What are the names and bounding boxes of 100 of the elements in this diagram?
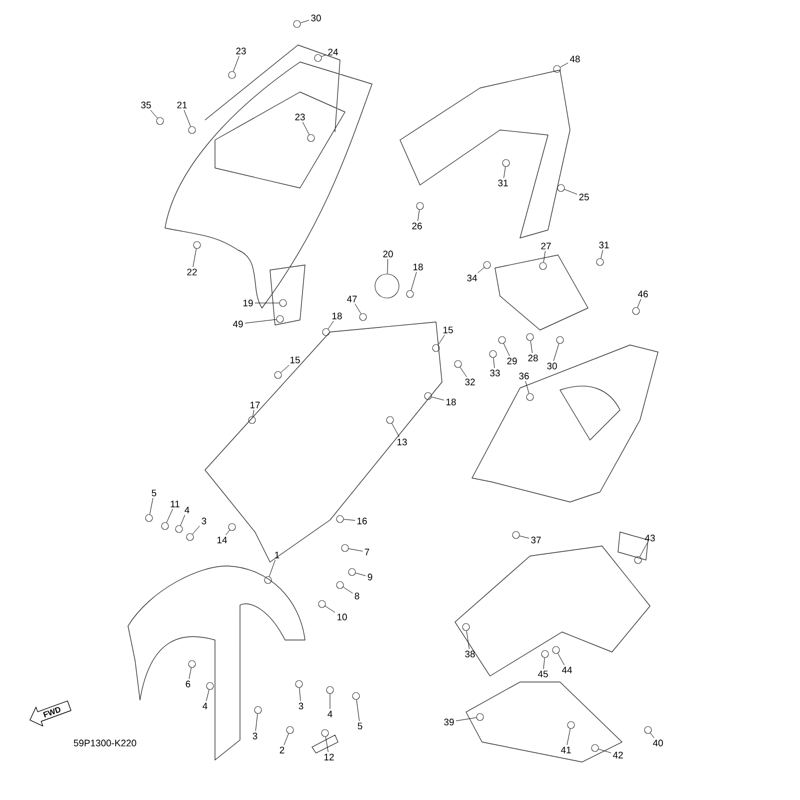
leader-line [504, 166, 506, 178]
leader-line [543, 250, 546, 262]
callout-number: 30 [547, 362, 557, 370]
leader-line [553, 343, 560, 362]
callout-number: 20 [383, 250, 393, 258]
callout-number: 36 [519, 372, 529, 380]
callout-number: 46 [638, 290, 648, 298]
fastener-drawing [318, 600, 326, 608]
callout-number: 18 [413, 264, 423, 270]
callout-number: 42 [612, 752, 623, 758]
fastener-drawing [193, 241, 201, 249]
fastener-drawing [186, 533, 194, 541]
fastener-drawing [322, 328, 330, 336]
fastener-drawing [314, 54, 322, 62]
fastener-drawing [156, 117, 164, 125]
leader-line [564, 189, 578, 195]
callout-number: 33 [490, 370, 500, 376]
leader-line [344, 519, 356, 521]
callout-number: 15 [443, 326, 453, 334]
fastener-drawing [541, 650, 549, 658]
callout-number: 15 [290, 356, 300, 364]
leader-line [348, 548, 363, 552]
leader-line [387, 258, 388, 274]
leader-line [558, 653, 565, 666]
leader-line [324, 606, 336, 613]
fastener-drawing [386, 416, 394, 424]
leader-line [355, 572, 366, 576]
leader-line [252, 410, 254, 417]
fastener-drawing [286, 726, 294, 734]
leader-line [244, 319, 276, 324]
callout-number: 28 [528, 354, 538, 362]
callout-number: 14 [217, 536, 227, 544]
fastener-drawing [556, 336, 564, 344]
fastener-drawing [161, 522, 169, 530]
leader-line [150, 498, 154, 515]
leader-line [184, 110, 191, 127]
leader-line [438, 334, 445, 346]
leader-line [302, 122, 310, 135]
callout-number: 22 [187, 268, 197, 276]
leader-line [493, 358, 495, 368]
callout-number: 37 [531, 536, 541, 544]
callout-number: 19 [243, 300, 253, 306]
fastener-drawing [432, 344, 440, 352]
fastener-drawing [336, 581, 344, 589]
fastener-drawing [206, 682, 214, 690]
callout-number: 34 [467, 274, 477, 282]
leader-line [166, 508, 173, 523]
fastener-drawing [175, 525, 183, 533]
callout-number: 5 [152, 490, 156, 496]
callout-number: 26 [412, 222, 422, 230]
callout-number: 41 [560, 746, 571, 754]
callout-number: 45 [538, 670, 548, 678]
callout-number: 2 [280, 746, 284, 754]
fastener-drawing [188, 126, 196, 134]
leader-line [637, 298, 642, 308]
callout-number: 7 [364, 548, 370, 556]
leader-line [503, 343, 510, 356]
fastener-drawing [567, 721, 575, 729]
fastener-drawing [632, 307, 640, 315]
leader-line [299, 688, 301, 702]
callout-number: 49 [232, 320, 243, 328]
fastener-drawing [295, 680, 303, 688]
leader-line [456, 717, 476, 722]
callout-number: 31 [498, 180, 508, 186]
leader-line [418, 210, 420, 222]
leader-line [280, 364, 290, 373]
callout-number: 13 [397, 438, 407, 446]
callout-number: 47 [346, 296, 357, 302]
callout-number: 6 [186, 680, 190, 688]
fastener-drawing [526, 393, 534, 401]
leader-line [410, 272, 417, 291]
callout-number: 1 [275, 552, 280, 558]
part-number: 59P1300-K220 [74, 740, 136, 746]
leader-line [321, 54, 326, 57]
leader-line [478, 267, 484, 274]
callout-number: 3 [252, 732, 258, 740]
fastener-drawing [526, 333, 534, 341]
fastener-drawing [352, 692, 360, 700]
callout-number: 18 [332, 312, 342, 320]
callout-number: 35 [141, 102, 151, 108]
leader-line [640, 542, 648, 557]
leader-line [560, 62, 568, 68]
fastener-drawing [454, 360, 462, 368]
leader-line [255, 714, 258, 732]
callout-number: 12 [324, 754, 334, 760]
leader-line [598, 748, 612, 754]
leader-line [192, 526, 200, 534]
fastener-drawing [406, 290, 414, 298]
fastener-drawing [634, 556, 642, 564]
leader-line [342, 586, 353, 594]
leader-line [188, 667, 192, 680]
leader-line [392, 423, 400, 438]
callout-number: 39 [444, 718, 454, 726]
fastener-drawing [326, 686, 334, 694]
fastener-drawing [264, 576, 272, 584]
callout-number: 27 [541, 242, 551, 250]
leader-line [192, 248, 197, 268]
leader-line [269, 560, 276, 577]
leader-line [530, 340, 533, 354]
callout-number: 3 [298, 702, 304, 710]
